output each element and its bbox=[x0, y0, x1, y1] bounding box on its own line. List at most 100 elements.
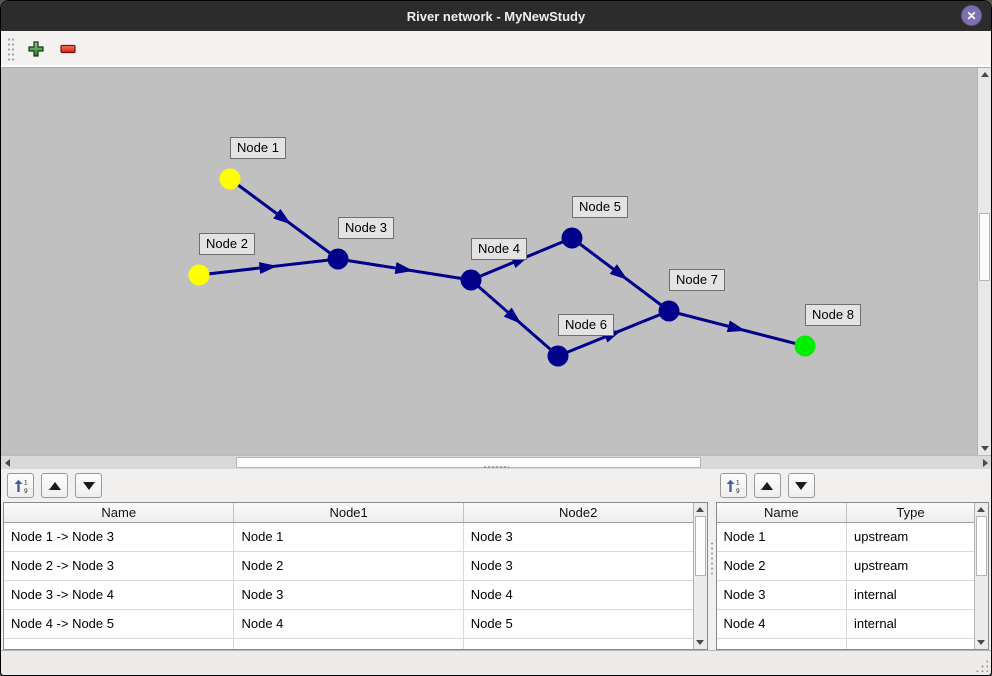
table-cell[interactable]: Node 1 bbox=[716, 522, 848, 552]
node-6[interactable] bbox=[547, 345, 569, 367]
svg-text:9: 9 bbox=[24, 488, 28, 494]
scroll-left-icon[interactable] bbox=[1, 456, 13, 469]
resize-grip-icon[interactable] bbox=[975, 659, 988, 672]
node-label-node-6: Node 6 bbox=[558, 314, 614, 336]
edge-arrow-icon bbox=[503, 307, 522, 324]
table-cell[interactable]: Node 4 bbox=[463, 580, 693, 610]
node-1[interactable] bbox=[219, 168, 241, 190]
sort-button[interactable]: 1 9 bbox=[719, 473, 747, 498]
node-8[interactable] bbox=[794, 335, 816, 357]
arrow-down-icon bbox=[795, 481, 808, 490]
arrow-down-icon bbox=[82, 481, 95, 490]
column-header-node1[interactable]: Node1 bbox=[233, 503, 464, 523]
add-node-button[interactable] bbox=[23, 36, 49, 62]
node-label-node-1: Node 1 bbox=[230, 137, 286, 159]
table-cell[interactable]: internal bbox=[846, 609, 974, 639]
table-cell[interactable]: Node 5 bbox=[463, 609, 693, 639]
sort-ascending-icon: 1 9 bbox=[14, 479, 28, 494]
scroll-up-icon[interactable] bbox=[975, 503, 988, 516]
horizontal-scroll-thumb[interactable] bbox=[236, 457, 701, 468]
nodes-pane-toolbar: 1 9 bbox=[714, 469, 991, 502]
plus-icon bbox=[28, 41, 44, 57]
column-header-node2[interactable]: Node2 bbox=[463, 503, 693, 523]
table-cell-empty bbox=[846, 638, 974, 649]
main-toolbar bbox=[1, 31, 991, 68]
minus-icon bbox=[60, 44, 76, 54]
move-down-button[interactable] bbox=[787, 473, 815, 498]
pane-splitter[interactable] bbox=[709, 469, 714, 650]
table-cell[interactable]: Node 4 -> Node 5 bbox=[4, 609, 235, 639]
scroll-down-icon[interactable] bbox=[975, 636, 988, 649]
node-5[interactable] bbox=[561, 227, 583, 249]
table-cell[interactable]: Node 3 bbox=[233, 580, 464, 610]
svg-text:9: 9 bbox=[736, 488, 740, 494]
status-bar bbox=[1, 650, 991, 675]
table-cell[interactable]: Node 4 bbox=[233, 609, 464, 639]
vertical-scroll-thumb[interactable] bbox=[979, 213, 990, 281]
table-cell[interactable]: Node 3 -> Node 4 bbox=[4, 580, 235, 610]
table-cell-empty bbox=[233, 638, 464, 649]
canvas-horizontal-scrollbar[interactable] bbox=[1, 455, 991, 469]
table-cell[interactable]: Node 3 bbox=[463, 551, 693, 581]
move-up-button[interactable] bbox=[41, 473, 68, 498]
reaches-table-scrollbar[interactable] bbox=[692, 503, 707, 649]
column-header-name[interactable]: Name bbox=[716, 503, 848, 523]
splitter-handle[interactable] bbox=[709, 541, 714, 575]
scroll-down-icon[interactable] bbox=[694, 636, 707, 649]
node-7[interactable] bbox=[658, 300, 680, 322]
column-header-type[interactable]: Type bbox=[846, 503, 974, 523]
vertical-scroll-thumb[interactable] bbox=[694, 516, 706, 576]
close-button[interactable]: ✕ bbox=[961, 5, 982, 26]
window-title: River network - MyNewStudy bbox=[406, 8, 586, 24]
node-label-node-2: Node 2 bbox=[199, 233, 255, 255]
table-cell[interactable]: Node 2 bbox=[233, 551, 464, 581]
nodes-table-scrollbar[interactable] bbox=[973, 503, 988, 649]
table-cell[interactable]: Node 3 bbox=[716, 580, 848, 610]
scroll-right-icon[interactable] bbox=[979, 456, 991, 469]
node-label-node-5: Node 5 bbox=[572, 196, 628, 218]
node-4[interactable] bbox=[460, 269, 482, 291]
scroll-down-icon[interactable] bbox=[978, 442, 991, 455]
column-header-name[interactable]: Name bbox=[4, 503, 235, 523]
remove-node-button[interactable] bbox=[55, 36, 81, 62]
edge-arrow-icon bbox=[258, 262, 278, 274]
move-up-button[interactable] bbox=[753, 473, 781, 498]
table-cell[interactable]: Node 4 bbox=[716, 609, 848, 639]
table-cell[interactable]: Node 3 bbox=[463, 522, 693, 552]
table-cell[interactable]: Node 1 bbox=[233, 522, 464, 552]
scroll-up-icon[interactable] bbox=[978, 68, 991, 81]
node-3[interactable] bbox=[327, 248, 349, 270]
toolbar-drag-handle[interactable] bbox=[7, 37, 15, 61]
sort-button[interactable]: 1 9 bbox=[7, 473, 34, 498]
table-cell[interactable]: Node 2 -> Node 3 bbox=[4, 551, 235, 581]
splitter-handle[interactable] bbox=[483, 465, 509, 469]
titlebar[interactable]: River network - MyNewStudy ✕ bbox=[1, 1, 991, 31]
table-cell[interactable]: Node 2 bbox=[716, 551, 848, 581]
table-cell[interactable]: Node 1 -> Node 3 bbox=[4, 522, 235, 552]
table-cell[interactable]: upstream bbox=[846, 522, 974, 552]
table-cell-empty bbox=[463, 638, 693, 649]
scroll-up-icon[interactable] bbox=[694, 503, 707, 516]
network-graph bbox=[188, 168, 816, 367]
node-2[interactable] bbox=[188, 264, 210, 286]
move-down-button[interactable] bbox=[75, 473, 102, 498]
canvas-vertical-scrollbar[interactable] bbox=[977, 68, 991, 455]
vertical-scroll-thumb[interactable] bbox=[975, 516, 987, 576]
table-cell[interactable]: internal bbox=[846, 580, 974, 610]
node-label-node-8: Node 8 bbox=[805, 304, 861, 326]
node-label-node-7: Node 7 bbox=[669, 269, 725, 291]
table-cell[interactable]: upstream bbox=[846, 551, 974, 581]
